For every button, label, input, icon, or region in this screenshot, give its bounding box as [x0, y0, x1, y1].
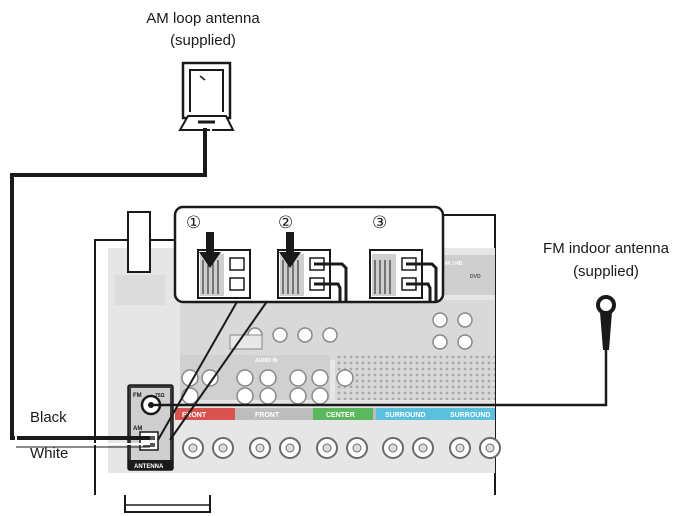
white-wire-label: White: [30, 445, 68, 462]
surround-b-label: SURROUND: [450, 412, 490, 419]
step-1-number: ①: [186, 213, 201, 232]
step-3-number: ③: [372, 213, 387, 232]
black-wire-label: Black: [30, 409, 67, 426]
dvd-label: DVD: [470, 274, 481, 280]
am-antenna-supplied: (supplied): [170, 32, 236, 49]
speakers-label: SPEAKERS: [390, 478, 423, 484]
wireless-antenna: [128, 212, 150, 272]
step-2-number: ②: [278, 213, 293, 232]
surround-label: SURROUND: [385, 412, 425, 419]
fm-antenna-supplied: (supplied): [573, 263, 639, 280]
antenna-label: ANTENNA: [134, 464, 164, 470]
front-b-label: FRONT: [255, 412, 280, 419]
am-loop-antenna: [180, 63, 233, 130]
audio-in-label: AUDIO IN: [255, 358, 278, 364]
am-terminal-label: AM: [133, 426, 142, 432]
fm-antenna-label: FM indoor antenna: [543, 240, 670, 257]
am-antenna-label: AM loop antenna: [146, 10, 260, 27]
fm-terminal-label: FM: [133, 393, 142, 399]
center-label: CENTER: [326, 412, 355, 419]
